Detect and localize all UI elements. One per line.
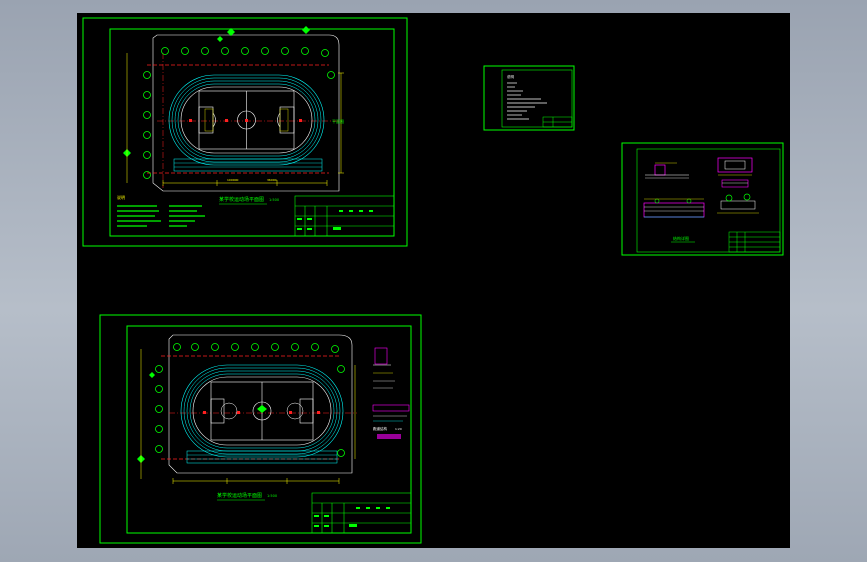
axis-markers: [189, 119, 302, 122]
detail-section-3: [643, 198, 705, 218]
drawing-viewport[interactable]: 100000 36000 平面图 说明 某学校运动场平面图 1:500: [77, 13, 790, 548]
sheet-details: 结构详图: [621, 142, 784, 256]
sheet-border: [621, 142, 784, 256]
track-section-detail: [372, 347, 410, 439]
sheet-plan-bottom: 跑道结构 1:20 某学校运动场平面图 1:500: [99, 314, 422, 544]
sheet-border: [82, 17, 408, 247]
shrub-icons: [137, 372, 155, 463]
drawing-caption: 某学校运动场平面图: [219, 196, 264, 203]
title-block: [294, 195, 395, 237]
sheet-inner-frame: [109, 28, 395, 237]
center-emblem: [257, 405, 267, 413]
svg-text:100000: 100000: [227, 178, 239, 182]
title-block-marks: [314, 507, 390, 527]
details-title-block: [728, 231, 781, 253]
straight-track: [173, 158, 323, 172]
dimension-lines: [126, 53, 344, 186]
callout-right: 平面图: [332, 118, 344, 124]
details-title: 结构详图: [673, 235, 689, 241]
notes-text-lines: [507, 82, 547, 120]
drawing-scale: 1:500: [269, 198, 279, 202]
legend-heading: 说明: [117, 194, 125, 200]
sheet-plan-top: 100000 36000 平面图 说明 某学校运动场平面图 1:500: [82, 17, 408, 247]
drawing-caption: 某学校运动场平面图: [217, 492, 262, 499]
notes-heading: 说明: [507, 74, 515, 79]
sheet-inner-frame: [126, 325, 412, 534]
sheet-border: [99, 314, 422, 544]
notes-title-block: [542, 116, 573, 128]
sheet-inner-frame: [636, 148, 781, 253]
straight-track: [186, 450, 338, 464]
section-subtitle: 1:20: [395, 427, 402, 431]
site-boundary: [168, 334, 353, 474]
cad-canvas: 100000 36000 平面图 说明 某学校运动场平面图 1:500: [82, 17, 784, 544]
tree-row: [143, 47, 335, 179]
detail-section-1: [645, 162, 689, 179]
legend-block: 说明: [117, 194, 205, 227]
svg-text:36000: 36000: [267, 178, 277, 182]
tree-row: [155, 343, 345, 457]
running-track: [180, 364, 344, 458]
section-title: 跑道结构: [373, 426, 387, 431]
shrub-icons: [123, 26, 310, 157]
title-block: [311, 492, 412, 534]
detail-section-4: [717, 193, 759, 214]
title-block-marks: [297, 210, 373, 230]
sheet-notes: 说明: [483, 65, 575, 131]
sheet-inner-frame: [501, 69, 573, 128]
sheet-border: [483, 65, 575, 131]
dimension-lines: [140, 349, 356, 484]
axis-markers: [203, 411, 320, 414]
site-boundary: [152, 34, 340, 192]
detail-section-2: [717, 157, 753, 188]
drawing-scale: 1:500: [267, 494, 277, 498]
